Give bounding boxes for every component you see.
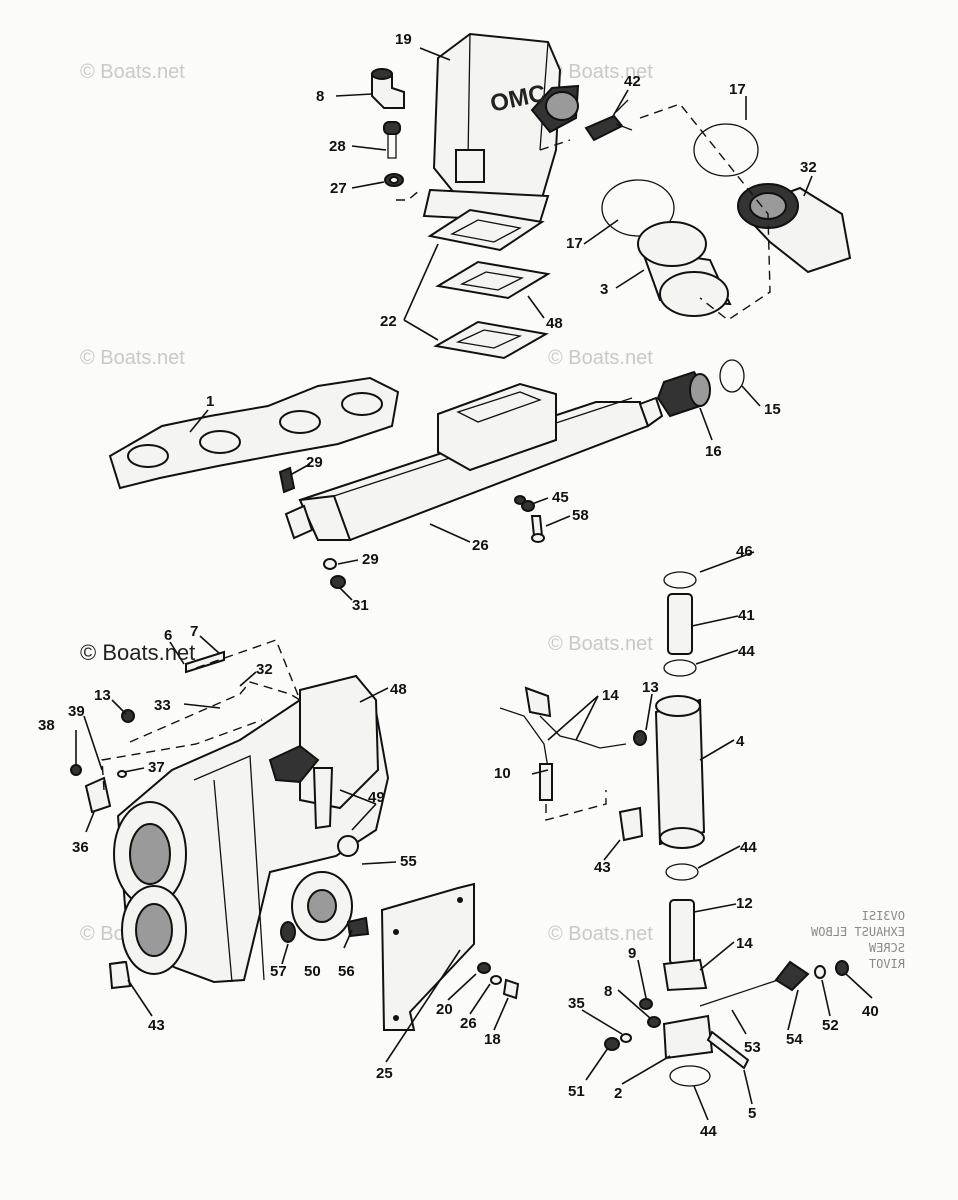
transmission-housing (108, 674, 390, 986)
callout-54: 54 (786, 1031, 803, 1048)
callout-9: 9 (628, 945, 636, 962)
callout-25: 27 (330, 180, 347, 197)
callout-23: 26 (472, 537, 489, 554)
callout-55: 55 (400, 853, 417, 870)
callout-52: 52 (822, 1017, 839, 1034)
watermark: © Boats.net (80, 640, 195, 665)
water-hoses (499, 686, 647, 842)
callout-45: 45 (552, 489, 569, 506)
callout-12: 12 (736, 895, 753, 912)
callout-20: 20 (436, 1001, 453, 1018)
callout-33: 33 (154, 697, 171, 714)
callout-36: 36 (72, 839, 89, 856)
callout-41: 41 (738, 607, 755, 624)
callout-50: 50 (304, 963, 321, 980)
callout-17-top: 17 (729, 81, 746, 98)
callout-16: 16 (705, 443, 722, 460)
callout-14: 15 (764, 401, 781, 418)
callout-42: 42 (624, 73, 641, 90)
exhaust-elbow: OMC (422, 32, 580, 224)
callout-53: 53 (744, 1039, 761, 1056)
hose-and-clamp (656, 359, 745, 418)
bleed-text: EXHAUST ELBOW (810, 925, 905, 939)
callout-2: 2 (614, 1085, 622, 1102)
callout-56: 56 (338, 963, 355, 980)
callout-13-left: 13 (94, 687, 111, 704)
callout-49: 49 (368, 789, 385, 806)
callout-22: 25 (376, 1065, 393, 1082)
bleed-text: RIVOT (869, 957, 905, 971)
manifold-gasket (108, 376, 400, 490)
output-flange (280, 871, 370, 943)
callout-19: 19 (395, 31, 412, 48)
callout-21: 22 (380, 313, 397, 330)
callout-29: 31 (352, 597, 369, 614)
leader-lines (75, 47, 873, 1121)
callout-43-left: 43 (148, 1017, 165, 1034)
heat-exchanger-assembly (604, 571, 849, 1087)
callout-38: 38 (38, 717, 55, 734)
callout-28: 29 (306, 454, 323, 471)
callout-43-right: 43 (594, 859, 611, 876)
callout-58: 58 (572, 507, 589, 524)
callout-27: 29 (362, 551, 379, 568)
callout-18: 18 (484, 1031, 501, 1048)
callout-labels: 19 8 28 27 42 17 32 17 3 22 48 1 15 16 2… (38, 31, 879, 1140)
watermark: © Boats.net (548, 61, 653, 83)
mounting-bracket (380, 882, 475, 1031)
callout-44-bottom: 44 (700, 1123, 717, 1140)
callout-26: 28 (329, 138, 346, 155)
exhaust-manifold (284, 382, 664, 541)
watermark: © Boats.net (548, 347, 653, 369)
callout-6: 6 (164, 627, 172, 644)
watermark: © Boats.net (80, 347, 185, 369)
callout-17: 17 (566, 235, 583, 252)
drain-valve (584, 99, 633, 142)
callout-44-top: 44 (738, 643, 755, 660)
callout-5: 5 (748, 1105, 756, 1122)
callout-10: 10 (494, 765, 511, 782)
callout-1: 1 (206, 393, 214, 410)
callout-13-right: 13 (642, 679, 659, 696)
callout-35: 35 (568, 995, 585, 1012)
bleed-text: SCREW (868, 941, 905, 955)
elbow-fitting (371, 68, 405, 109)
callout-47: 48 (546, 315, 563, 332)
callout-32: 32 (800, 159, 817, 176)
callout-8-bottom: 8 (604, 983, 612, 1000)
callout-3: 3 (600, 281, 608, 298)
callout-48: 48 (390, 681, 407, 698)
callout-31: 32 (256, 661, 273, 678)
callout-4: 4 (736, 733, 745, 750)
callout-39: 39 (68, 703, 85, 720)
watermark: © Boats.net (80, 61, 185, 83)
screw-and-nut (383, 121, 404, 187)
callout-46: 46 (736, 543, 753, 560)
callout-15: 14 (736, 935, 753, 952)
gaskets (427, 208, 551, 360)
watermark: © Boats.net (548, 923, 653, 945)
callout-57: 57 (270, 963, 287, 980)
bleed-text: OV3ISI (862, 909, 905, 923)
bleed-through-text: OV3ISI EXHAUST ELBOW SCREW RIVOT (810, 909, 905, 971)
callout-7: 7 (190, 623, 198, 640)
hoses-and-clamps (601, 103, 852, 321)
callout-44-mid: 44 (740, 839, 757, 856)
watermark: © Boats.net (548, 633, 653, 655)
callout-8-top: 8 (316, 88, 324, 105)
callout-24: 26 (460, 1015, 477, 1032)
callout-40: 40 (862, 1003, 879, 1020)
callout-37: 37 (148, 759, 165, 776)
callout-51: 51 (568, 1083, 585, 1100)
callout-11: 14 (602, 687, 619, 704)
